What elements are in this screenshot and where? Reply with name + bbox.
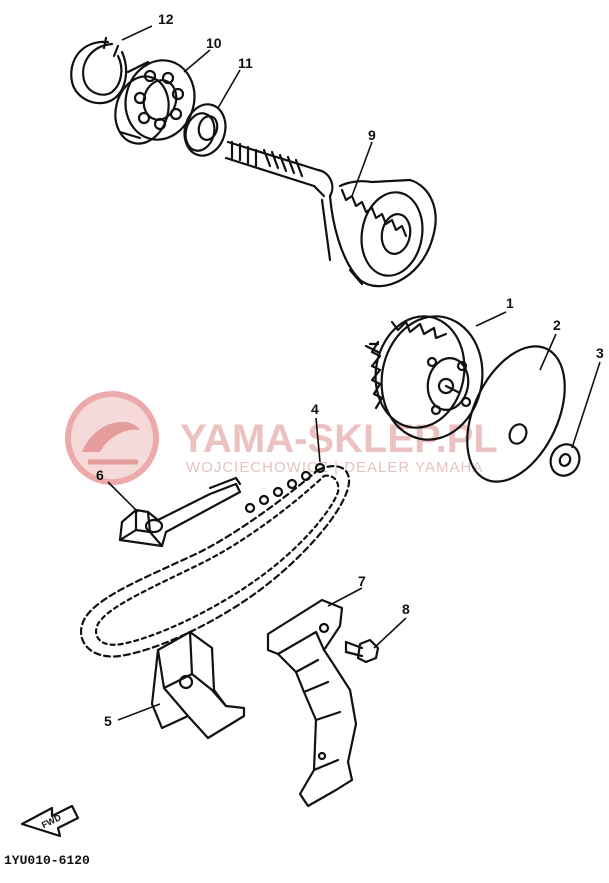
callout-6: 6 [96,467,104,483]
watermark-logo-icon [65,391,159,485]
callout-12: 12 [158,11,174,27]
callout-1: 1 [506,295,514,311]
figure-code: 1YU010-6120 [4,853,90,868]
watermark-brand: YAMA-SKLEP.PL [180,417,498,461]
chain-guide-bracket-icon [150,630,246,740]
watermark-tagline: WOJCIECHOWICZ | DEALER YAMAHA [186,459,483,476]
callout-9: 9 [368,127,376,143]
small-washer-icon [549,443,581,477]
shaft-gear-icon [224,140,437,288]
watermark: YAMA-SKLEP.PL WOJCIECHOWICZ | DEALER YAM… [65,391,498,485]
bolt-icon [344,638,380,664]
callout-labels: 12 10 11 9 1 2 3 4 6 5 7 8 [96,11,604,729]
tensioner-arm-icon [118,476,242,548]
forward-arrow-badge: FWD [20,804,80,838]
oil-seal-icon [183,103,227,157]
leader-lines [107,25,601,721]
callout-3: 3 [596,345,604,361]
drive-chain-icon [79,462,351,658]
callout-10: 10 [206,35,222,51]
callout-8: 8 [402,601,410,617]
callout-11: 11 [238,55,253,71]
circlip-icon [70,36,128,105]
callout-5: 5 [104,713,112,729]
plate-washer-icon [466,345,566,483]
callout-4: 4 [311,401,319,417]
callout-2: 2 [553,317,561,333]
callout-7: 7 [358,573,366,589]
sprocket-gear-icon [364,315,484,441]
chain-guide-icon [266,598,358,808]
ball-bearing-icon [114,59,196,145]
